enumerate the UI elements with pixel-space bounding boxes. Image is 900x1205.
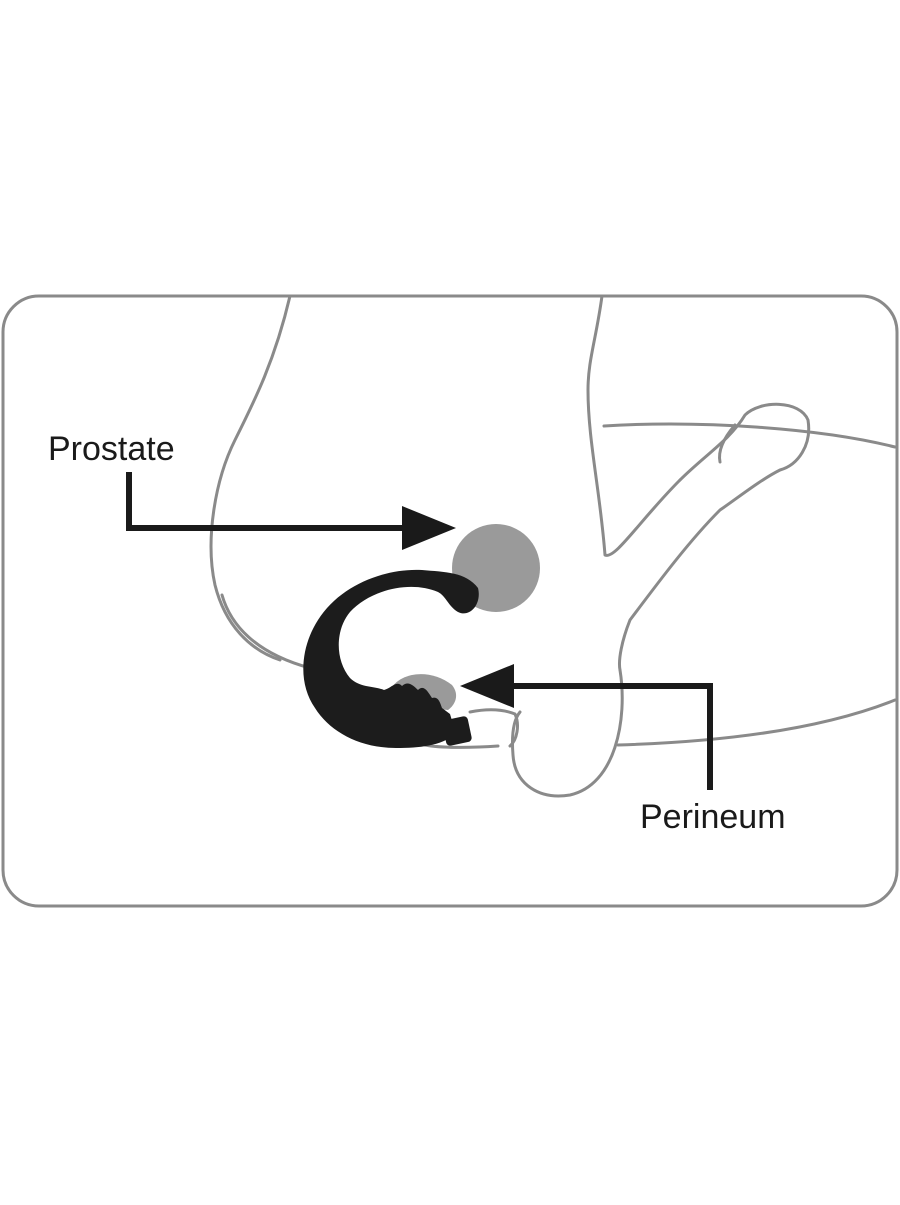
hip-outline bbox=[220, 593, 312, 670]
device-cap bbox=[442, 716, 472, 746]
front-leg-outline bbox=[586, 294, 682, 557]
perineum-label: Perineum bbox=[640, 798, 786, 836]
penis-outline bbox=[618, 402, 811, 672]
bed-back-edge bbox=[602, 422, 897, 449]
prostate-label: Prostate bbox=[48, 430, 175, 468]
perineum-line bbox=[423, 743, 500, 749]
prostate-massager-icon bbox=[303, 569, 479, 748]
perineum-arrow bbox=[460, 664, 713, 790]
prostate-arrow bbox=[126, 472, 456, 550]
scrotum-outline bbox=[511, 668, 624, 798]
body-outline bbox=[209, 294, 897, 798]
device-handle-outline bbox=[468, 708, 519, 748]
glans-outline bbox=[718, 423, 737, 464]
bed-front-edge bbox=[616, 698, 897, 747]
thigh-outline bbox=[209, 294, 292, 662]
